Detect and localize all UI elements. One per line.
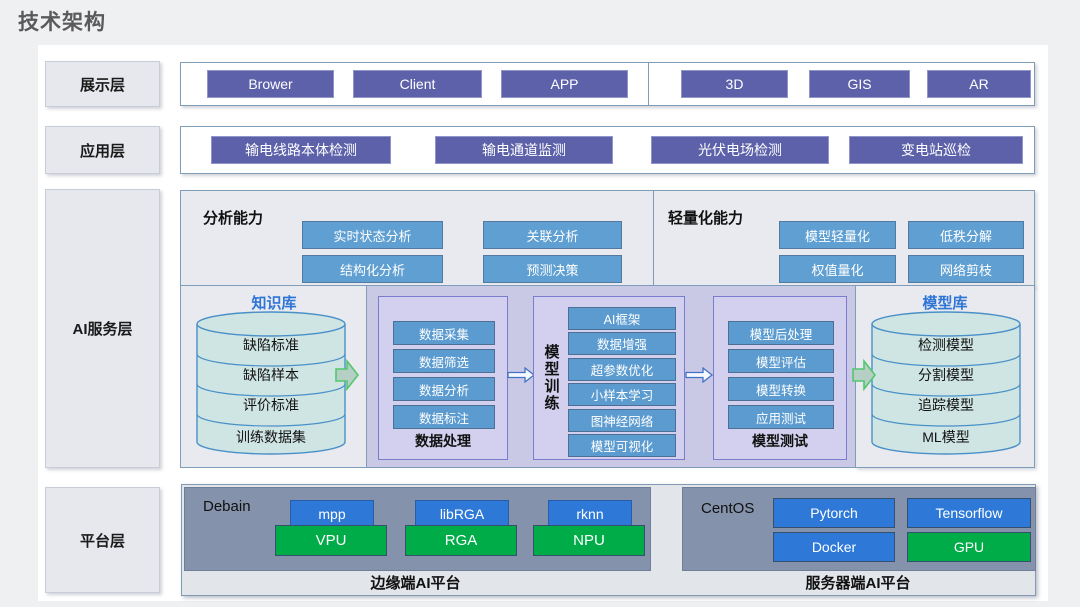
node-tensorflow: Tensorflow [907,498,1031,528]
node-pv-plant-detection: 光伏电场检测 [651,136,829,164]
node-realtime-status-analysis: 实时状态分析 [302,221,443,249]
node-3d: 3D [681,70,788,98]
node-app: APP [501,70,628,98]
mb-row: 追踪模型 [918,397,974,413]
presentation-divider [648,63,649,105]
kb-row: 训练数据集 [236,429,306,445]
hw-pair-rknn-npu: rknn NPU [533,500,645,556]
node-rga: RGA [405,525,517,556]
mb-row: 检测模型 [918,337,974,353]
node-model-postprocessing: 模型后处理 [728,321,834,345]
lightweight-capability-box: 轻量化能力 模型轻量化 低秩分解 权值量化 网络剪枝 [653,190,1035,287]
node-npu: NPU [533,525,645,556]
node-ar: AR [927,70,1031,98]
node-hyperparameter-optimization: 超参数优化 [568,358,676,381]
node-few-shot-learning: 小样本学习 [568,383,676,406]
knowledge-base-title: 知识库 [251,295,297,312]
node-correlation-analysis: 关联分析 [483,221,622,249]
hw-pair-mpp-vpu: mpp VPU [275,500,387,556]
data-processing-box: 数据采集 数据筛选 数据分析 数据标注 数据处理 [378,296,508,460]
edge-os-label: Debain [203,498,251,515]
knowledge-base-cylinder: 缺陷标准 缺陷样本 评价标准 训练数据集 [196,310,346,456]
node-data-analysis: 数据分析 [393,377,495,401]
platform-row: Debain mpp VPU libRGA RGA rknn NPU CentO… [181,484,1036,596]
node-predictive-decision: 预测决策 [483,255,622,283]
model-pipeline-panel: 数据采集 数据筛选 数据分析 数据标注 数据处理 模型训练 AI框架 数据增强 … [366,285,857,468]
data-processing-title: 数据处理 [415,433,471,449]
presentation-row: Brower Client APP 3D GIS AR [180,62,1035,106]
layer-label-ai-service: AI服务层 [45,189,160,468]
lightweight-capability-title: 轻量化能力 [668,210,744,227]
node-mpp: mpp [290,500,374,527]
node-application-testing: 应用测试 [728,405,834,429]
node-brower: Brower [207,70,334,98]
kb-row: 评价标准 [243,397,299,413]
kb-row: 缺陷样本 [243,367,299,383]
edge-platform-panel: Debain mpp VPU libRGA RGA rknn NPU [184,487,651,571]
node-librga: libRGA [415,500,509,527]
mb-row: 分割模型 [918,367,974,383]
page-title: 技术架构 [18,11,106,34]
layer-label-application: 应用层 [45,126,160,174]
node-substation-inspection: 变电站巡检 [849,136,1023,164]
node-model-lightweighting: 模型轻量化 [779,221,896,249]
node-data-augmentation: 数据增强 [568,332,676,355]
node-gpu: GPU [907,532,1031,562]
edge-platform-caption: 边缘端AI平台 [370,574,461,592]
node-weight-quantization: 权值量化 [779,255,896,283]
model-testing-title: 模型测试 [752,433,808,449]
node-structured-analysis: 结构化分析 [302,255,443,283]
model-base-panel: 模型库 检测模型 分割模型 追踪模型 ML模型 [855,285,1035,468]
node-data-filtering: 数据筛选 [393,349,495,373]
layer-label-platform: 平台层 [45,487,160,593]
hw-pair-librga-rga: libRGA RGA [405,500,517,556]
server-platform-panel: CentOS Pytorch Tensorflow Docker GPU [682,487,1036,571]
node-docker: Docker [773,532,895,562]
analysis-capability-title: 分析能力 [203,210,264,227]
analysis-capability-box: 分析能力 实时状态分析 关联分析 结构化分析 预测决策 [180,190,656,287]
node-gis: GIS [809,70,910,98]
layer-label-presentation: 展示层 [45,61,160,107]
node-rknn: rknn [548,500,632,527]
kb-row: 缺陷标准 [243,337,299,353]
flow-arrow-icon [507,367,536,383]
green-arrow-icon [335,359,360,391]
node-data-collection: 数据采集 [393,321,495,345]
node-model-conversion: 模型转换 [728,377,834,401]
model-training-box: 模型训练 AI框架 数据增强 超参数优化 小样本学习 图神经网络 模型可视化 [533,296,685,460]
node-network-pruning: 网络剪枝 [908,255,1024,283]
application-row: 输电线路本体检测 输电通道监测 光伏电场检测 变电站巡检 [180,126,1035,174]
model-training-title: 模型训练 [542,344,560,412]
node-vpu: VPU [275,525,387,556]
flow-arrow-icon [685,367,714,383]
node-model-evaluation: 模型评估 [728,349,834,373]
node-channel-monitoring: 输电通道监测 [435,136,613,164]
database-cylinder-icon [196,311,346,455]
node-model-visualization: 模型可视化 [568,434,676,457]
green-arrow-icon [852,359,877,391]
mb-row: ML模型 [922,429,970,445]
server-platform-caption: 服务器端AI平台 [805,574,911,592]
node-client: Client [353,70,482,98]
model-base-title: 模型库 [922,295,968,312]
model-testing-box: 模型后处理 模型评估 模型转换 应用测试 模型测试 [713,296,847,460]
node-data-annotation: 数据标注 [393,405,495,429]
database-cylinder-icon [871,311,1021,455]
server-os-label: CentOS [701,500,755,517]
node-graph-neural-network: 图神经网络 [568,409,676,432]
node-pytorch: Pytorch [773,498,895,528]
node-line-body-detection: 输电线路本体检测 [211,136,391,164]
node-ai-framework: AI框架 [568,307,676,330]
model-base-cylinder: 检测模型 分割模型 追踪模型 ML模型 [871,310,1021,456]
node-low-rank-decomposition: 低秩分解 [908,221,1024,249]
